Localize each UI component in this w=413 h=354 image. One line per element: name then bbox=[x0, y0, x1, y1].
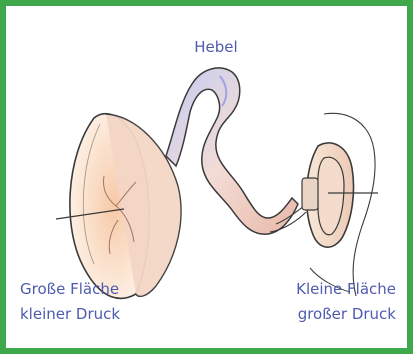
label-small-area: Kleine Fläche bbox=[276, 278, 396, 301]
lever-bone bbox=[166, 68, 306, 234]
eardrum-large-surface bbox=[70, 114, 181, 299]
label-large-area: Große Fläche bbox=[20, 278, 119, 301]
label-high-pressure: großer Druck bbox=[276, 303, 396, 326]
label-low-pressure: kleiner Druck bbox=[20, 303, 120, 326]
oval-window-small-surface bbox=[302, 143, 354, 247]
label-lever: Hebel bbox=[186, 36, 246, 59]
